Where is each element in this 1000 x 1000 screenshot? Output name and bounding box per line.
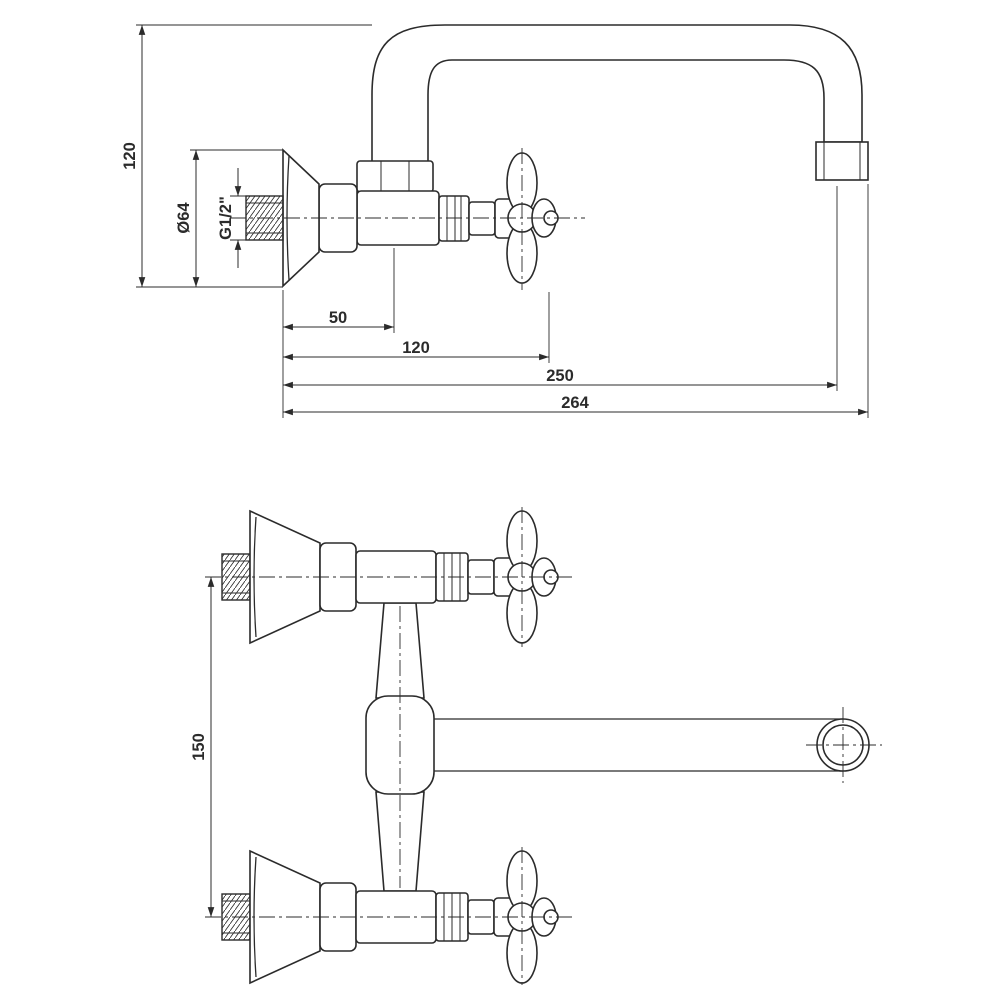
dim-label-flange-diameter: Ø64 xyxy=(175,202,193,234)
wall-flange-upper xyxy=(249,509,321,645)
valve-collar-rings xyxy=(438,195,470,242)
dim-label-wall-to-spout-outlet: 250 xyxy=(546,367,574,385)
dim-label-thread-size: G1/2" xyxy=(217,196,235,240)
dimension-spout-height: 120 xyxy=(121,24,372,288)
dim-label-wall-to-valve: 50 xyxy=(329,309,347,327)
dim-label-spout-height: 120 xyxy=(121,142,139,170)
front-view: 150 xyxy=(190,507,882,985)
spout-tube-front xyxy=(434,718,870,772)
spout-outline xyxy=(371,24,863,163)
dimension-connection-centers: 150 xyxy=(190,577,215,917)
side-view: 120 Ø64 G1/2" 50 120 xyxy=(121,24,869,418)
spout-nozzle xyxy=(815,141,869,181)
dimension-thread-size: G1/2" xyxy=(217,168,248,268)
dimension-wall-to-spout-outlet: 250 xyxy=(283,186,838,391)
spout-hex-nut xyxy=(356,160,434,193)
dimension-total-depth: 264 xyxy=(283,184,869,418)
dimension-wall-to-valve: 50 xyxy=(283,248,395,333)
dim-label-wall-to-handle: 120 xyxy=(402,339,430,357)
dim-label-connection-centers: 150 xyxy=(190,733,208,761)
dimension-wall-to-handle: 120 xyxy=(283,292,550,363)
valve-neck xyxy=(468,201,496,236)
dim-label-total-depth: 264 xyxy=(561,394,589,412)
dimension-flange-diameter: Ø64 xyxy=(175,149,283,287)
